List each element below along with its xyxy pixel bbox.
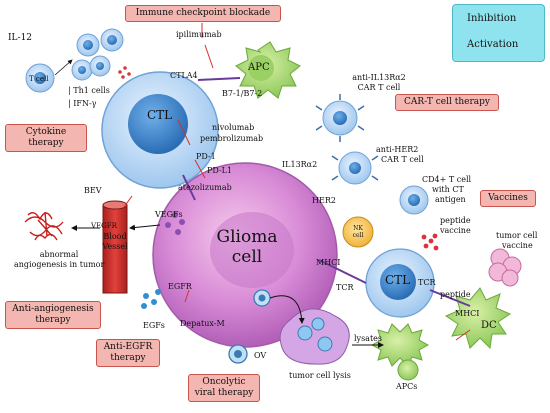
lysates-label: lysates bbox=[354, 334, 383, 343]
ctl-second-shape bbox=[365, 248, 435, 318]
pdl1-label: PD-L1 bbox=[207, 166, 233, 175]
cd4-t-cell-shape bbox=[399, 185, 429, 215]
depatux-label: Depatux-M bbox=[180, 319, 225, 328]
box-anti-egfr: Anti-EGFR therapy bbox=[96, 339, 160, 367]
mhci-right-label: MHCI bbox=[455, 309, 480, 318]
egf-molecules bbox=[141, 289, 161, 309]
car-il13-label-2: CAR T cell bbox=[357, 83, 401, 92]
car-il13-label-1: anti-IL13Rα2 bbox=[352, 73, 406, 82]
nivolumab-label: nivolumab bbox=[212, 123, 255, 132]
her2-label: HER2 bbox=[312, 196, 336, 205]
il13ra2-label: IL13Rα2 bbox=[282, 160, 318, 169]
abnormal-vessels bbox=[24, 211, 64, 241]
ctl-main-shape bbox=[101, 71, 219, 189]
blood-vessel-label: Blood Vessel bbox=[102, 232, 128, 251]
blood-vessel-shape bbox=[102, 200, 128, 294]
tumor-vaccine-label-1: tumor cell bbox=[496, 231, 538, 240]
dc-label: DC bbox=[481, 320, 497, 331]
vegfr-label: VEGFR bbox=[91, 222, 117, 230]
egfr-label: EGFR bbox=[168, 282, 192, 291]
tumor-lysis-shape bbox=[279, 308, 350, 365]
car-t-her2-shape bbox=[331, 151, 379, 185]
glioma-label: Glioma cell bbox=[216, 227, 278, 267]
cd4-label-1: CD4+ T cell bbox=[422, 175, 472, 184]
box-car-t: CAR-T cell therapy bbox=[395, 94, 499, 111]
abnormal-label-1: abnormal bbox=[39, 250, 79, 259]
car-t-il13-shape bbox=[315, 94, 365, 142]
box-vaccines: Vaccines bbox=[480, 190, 536, 207]
cd4-label-3: antigen bbox=[435, 195, 466, 204]
legend-activation: Activation bbox=[467, 39, 519, 50]
ov-label: OV bbox=[254, 351, 267, 360]
box-cytokine: Cytokine therapy bbox=[5, 124, 87, 152]
ctl-main-label: CTL bbox=[147, 108, 173, 122]
egfs-label: EGFs bbox=[143, 321, 165, 330]
t-cell-shape bbox=[25, 63, 55, 93]
car-her2-label-1: anti-HER2 bbox=[376, 145, 419, 154]
ifn-label: | IFN-γ bbox=[68, 99, 97, 108]
b7-label: B7-1/B7-2 bbox=[222, 89, 263, 98]
tcr-left-label: TCR bbox=[336, 283, 354, 292]
apc-label: APC bbox=[248, 62, 270, 73]
apcs-label: APCs bbox=[396, 382, 418, 391]
tumor-cell-vaccine-shape bbox=[488, 248, 522, 287]
pembrolizumab-label: pembrolizumab bbox=[200, 134, 264, 143]
box-oncolytic-viral: Oncolytic viral therapy bbox=[188, 374, 260, 402]
peptide-label: peptide bbox=[440, 290, 471, 299]
pd1-label: PD-1 bbox=[196, 152, 216, 161]
ctl-second-label: CTL bbox=[385, 273, 411, 287]
peptide-vaccine-label-1: peptide bbox=[440, 216, 471, 225]
apcs-shape bbox=[370, 323, 430, 381]
atezolizumab-label: atezolizumab bbox=[178, 183, 232, 192]
nk-cell-shape bbox=[342, 216, 374, 248]
vegf-molecules bbox=[165, 212, 185, 235]
mhci-left-label: MHCI bbox=[316, 258, 341, 267]
legend: Inhibition Activation bbox=[452, 4, 545, 62]
tcr-right-label: TCR bbox=[418, 278, 436, 287]
box-immune-checkpoint: Immune checkpoint blockade bbox=[125, 5, 281, 22]
nk-label: NK cell bbox=[352, 225, 364, 239]
ipilimumab-label: ipilimumab bbox=[176, 30, 222, 39]
tumor-lysis-label: tumor cell lysis bbox=[289, 371, 351, 380]
th1-cluster bbox=[71, 28, 131, 81]
abnormal-label-2: angiogenesis in tumor bbox=[14, 260, 105, 269]
glioma-cell-shape bbox=[152, 162, 338, 348]
car-her2-label-2: CAR T cell bbox=[381, 155, 424, 164]
vegfs-label: VEGFs bbox=[155, 210, 183, 219]
tumor-vaccine-label-2: vaccine bbox=[502, 241, 533, 250]
apc-shape bbox=[235, 41, 301, 99]
peptide-vaccine-label-2: vaccine bbox=[440, 226, 471, 235]
il12-label: IL-12 bbox=[8, 33, 33, 43]
cd4-label-2: with CT bbox=[432, 185, 464, 194]
legend-inhibition: Inhibition bbox=[467, 13, 517, 24]
bev-label: BEV bbox=[84, 186, 102, 195]
th1-label: | Th1 cells bbox=[68, 86, 110, 95]
ov-virus-shape bbox=[228, 289, 271, 364]
box-anti-angiogenesis: Anti-angiogenesis therapy bbox=[5, 301, 101, 329]
peptide-vaccine-dots bbox=[421, 233, 439, 251]
t-cell-label: T cell bbox=[29, 75, 49, 83]
ctla4-label: CTLA4 bbox=[170, 71, 198, 80]
